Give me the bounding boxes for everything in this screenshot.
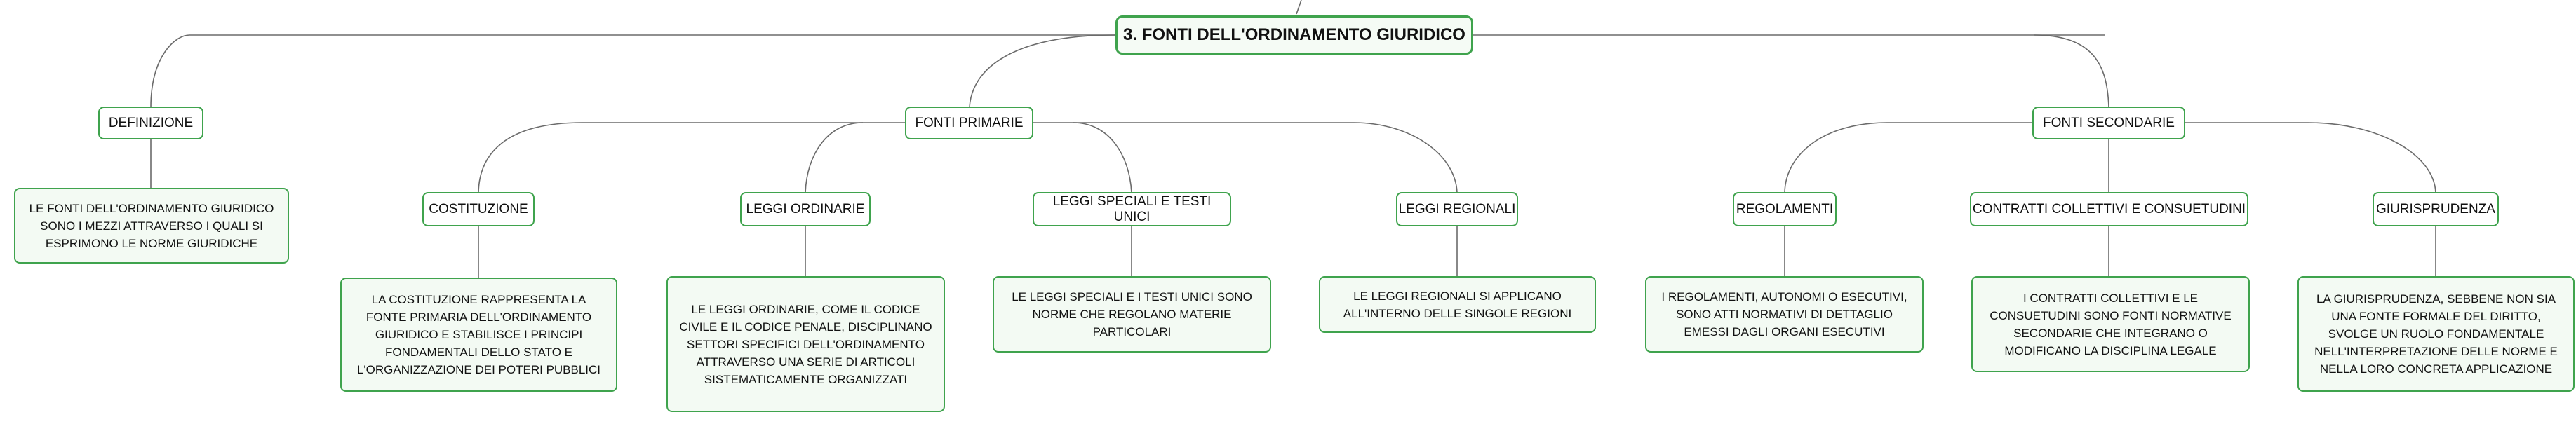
desc-leggi-regionali-text: LE LEGGI REGIONALI SI APPLICANO ALL'INTE… (1343, 289, 1572, 320)
connector-primarie-leggi-speciali (1073, 122, 1132, 193)
topic-fonti-primarie[interactable]: FONTI PRIMARIE (905, 107, 1033, 139)
connector-primarie-leggi-regionali (1353, 122, 1458, 193)
topic-contratti-collettivi-label: CONTRATTI COLLETTIVI E CONSUETUDINI (1972, 201, 2246, 217)
topic-leggi-ordinarie[interactable]: LEGGI ORDINARIE (740, 192, 871, 226)
desc-contratti-collettivi: I CONTRATTI COLLETTIVI E LE CONSUETUDINI… (1971, 276, 2250, 372)
topic-leggi-speciali[interactable]: LEGGI SPECIALI E TESTI UNICI (1033, 192, 1231, 226)
desc-giurisprudenza-text: LA GIURISPRUDENZA, SEBBENE NON SIA UNA F… (2314, 292, 2558, 376)
desc-contratti-collettivi-text: I CONTRATTI COLLETTIVI E LE CONSUETUDINI… (1990, 291, 2232, 357)
topic-regolamenti-label: REGOLAMENTI (1736, 201, 1834, 217)
desc-giurisprudenza: LA GIURISPRUDENZA, SEBBENE NON SIA UNA F… (2297, 276, 2575, 392)
desc-leggi-speciali: LE LEGGI SPECIALI E I TESTI UNICI SONO N… (993, 276, 1271, 353)
topic-giurisprudenza[interactable]: GIURISPRUDENZA (2373, 192, 2499, 226)
connector-root-secondarie (2034, 34, 2109, 108)
topic-fonti-secondarie[interactable]: FONTI SECONDARIE (2032, 107, 2185, 139)
topic-leggi-regionali-label: LEGGI REGIONALI (1398, 201, 1516, 217)
desc-regolamenti: I REGOLAMENTI, AUTONOMI O ESECUTIVI, SON… (1645, 276, 1924, 353)
desc-leggi-ordinarie-text: LE LEGGI ORDINARIE, COME IL CODICE CIVIL… (679, 302, 932, 386)
desc-costituzione-text: LA COSTITUZIONE RAPPRESENTA LA FONTE PRI… (356, 293, 601, 376)
desc-definizione-text: LE FONTI DELL'ORDINAMENTO GIURIDICO SONO… (29, 201, 274, 250)
topic-costituzione-label: COSTITUZIONE (429, 201, 528, 217)
connector-primarie-leggi-ordinarie (805, 122, 864, 193)
connector-root-incoming (1296, 0, 1302, 15)
desc-leggi-speciali-text: LE LEGGI SPECIALI E I TESTI UNICI SONO N… (1012, 290, 1252, 338)
connector-secondarie-giurisprudenza (2307, 122, 2436, 193)
topic-costituzione[interactable]: COSTITUZIONE (422, 192, 535, 226)
connector-root-definizione (150, 34, 190, 108)
desc-definizione: LE FONTI DELL'ORDINAMENTO GIURIDICO SONO… (14, 188, 289, 264)
connector-root-primarie (969, 34, 1116, 108)
desc-leggi-ordinarie: LE LEGGI ORDINARIE, COME IL CODICE CIVIL… (666, 276, 945, 412)
topic-fonti-secondarie-label: FONTI SECONDARIE (2043, 115, 2175, 130)
topic-definizione-label: DEFINIZIONE (108, 115, 194, 130)
topic-definizione[interactable]: DEFINIZIONE (98, 107, 203, 139)
desc-costituzione: LA COSTITUZIONE RAPPRESENTA LA FONTE PRI… (340, 278, 617, 392)
topic-leggi-regionali[interactable]: LEGGI REGIONALI (1396, 192, 1518, 226)
topic-contratti-collettivi[interactable]: CONTRATTI COLLETTIVI E CONSUETUDINI (1970, 192, 2248, 226)
connector-secondarie-regolamenti (1784, 122, 1888, 193)
topic-leggi-ordinarie-label: LEGGI ORDINARIE (746, 201, 865, 217)
connector-primarie-costituzione (478, 122, 583, 193)
desc-leggi-regionali: LE LEGGI REGIONALI SI APPLICANO ALL'INTE… (1319, 276, 1596, 333)
root-topic[interactable]: 3. FONTI DELL'ORDINAMENTO GIURIDICO (1115, 15, 1473, 55)
topic-regolamenti[interactable]: REGOLAMENTI (1733, 192, 1837, 226)
topic-fonti-primarie-label: FONTI PRIMARIE (915, 115, 1024, 130)
topic-leggi-speciali-label: LEGGI SPECIALI E TESTI UNICI (1052, 193, 1212, 224)
topic-giurisprudenza-label: GIURISPRUDENZA (2376, 201, 2495, 217)
desc-regolamenti-text: I REGOLAMENTI, AUTONOMI O ESECUTIVI, SON… (1661, 290, 1907, 338)
root-topic-label: 3. FONTI DELL'ORDINAMENTO GIURIDICO (1123, 25, 1465, 44)
